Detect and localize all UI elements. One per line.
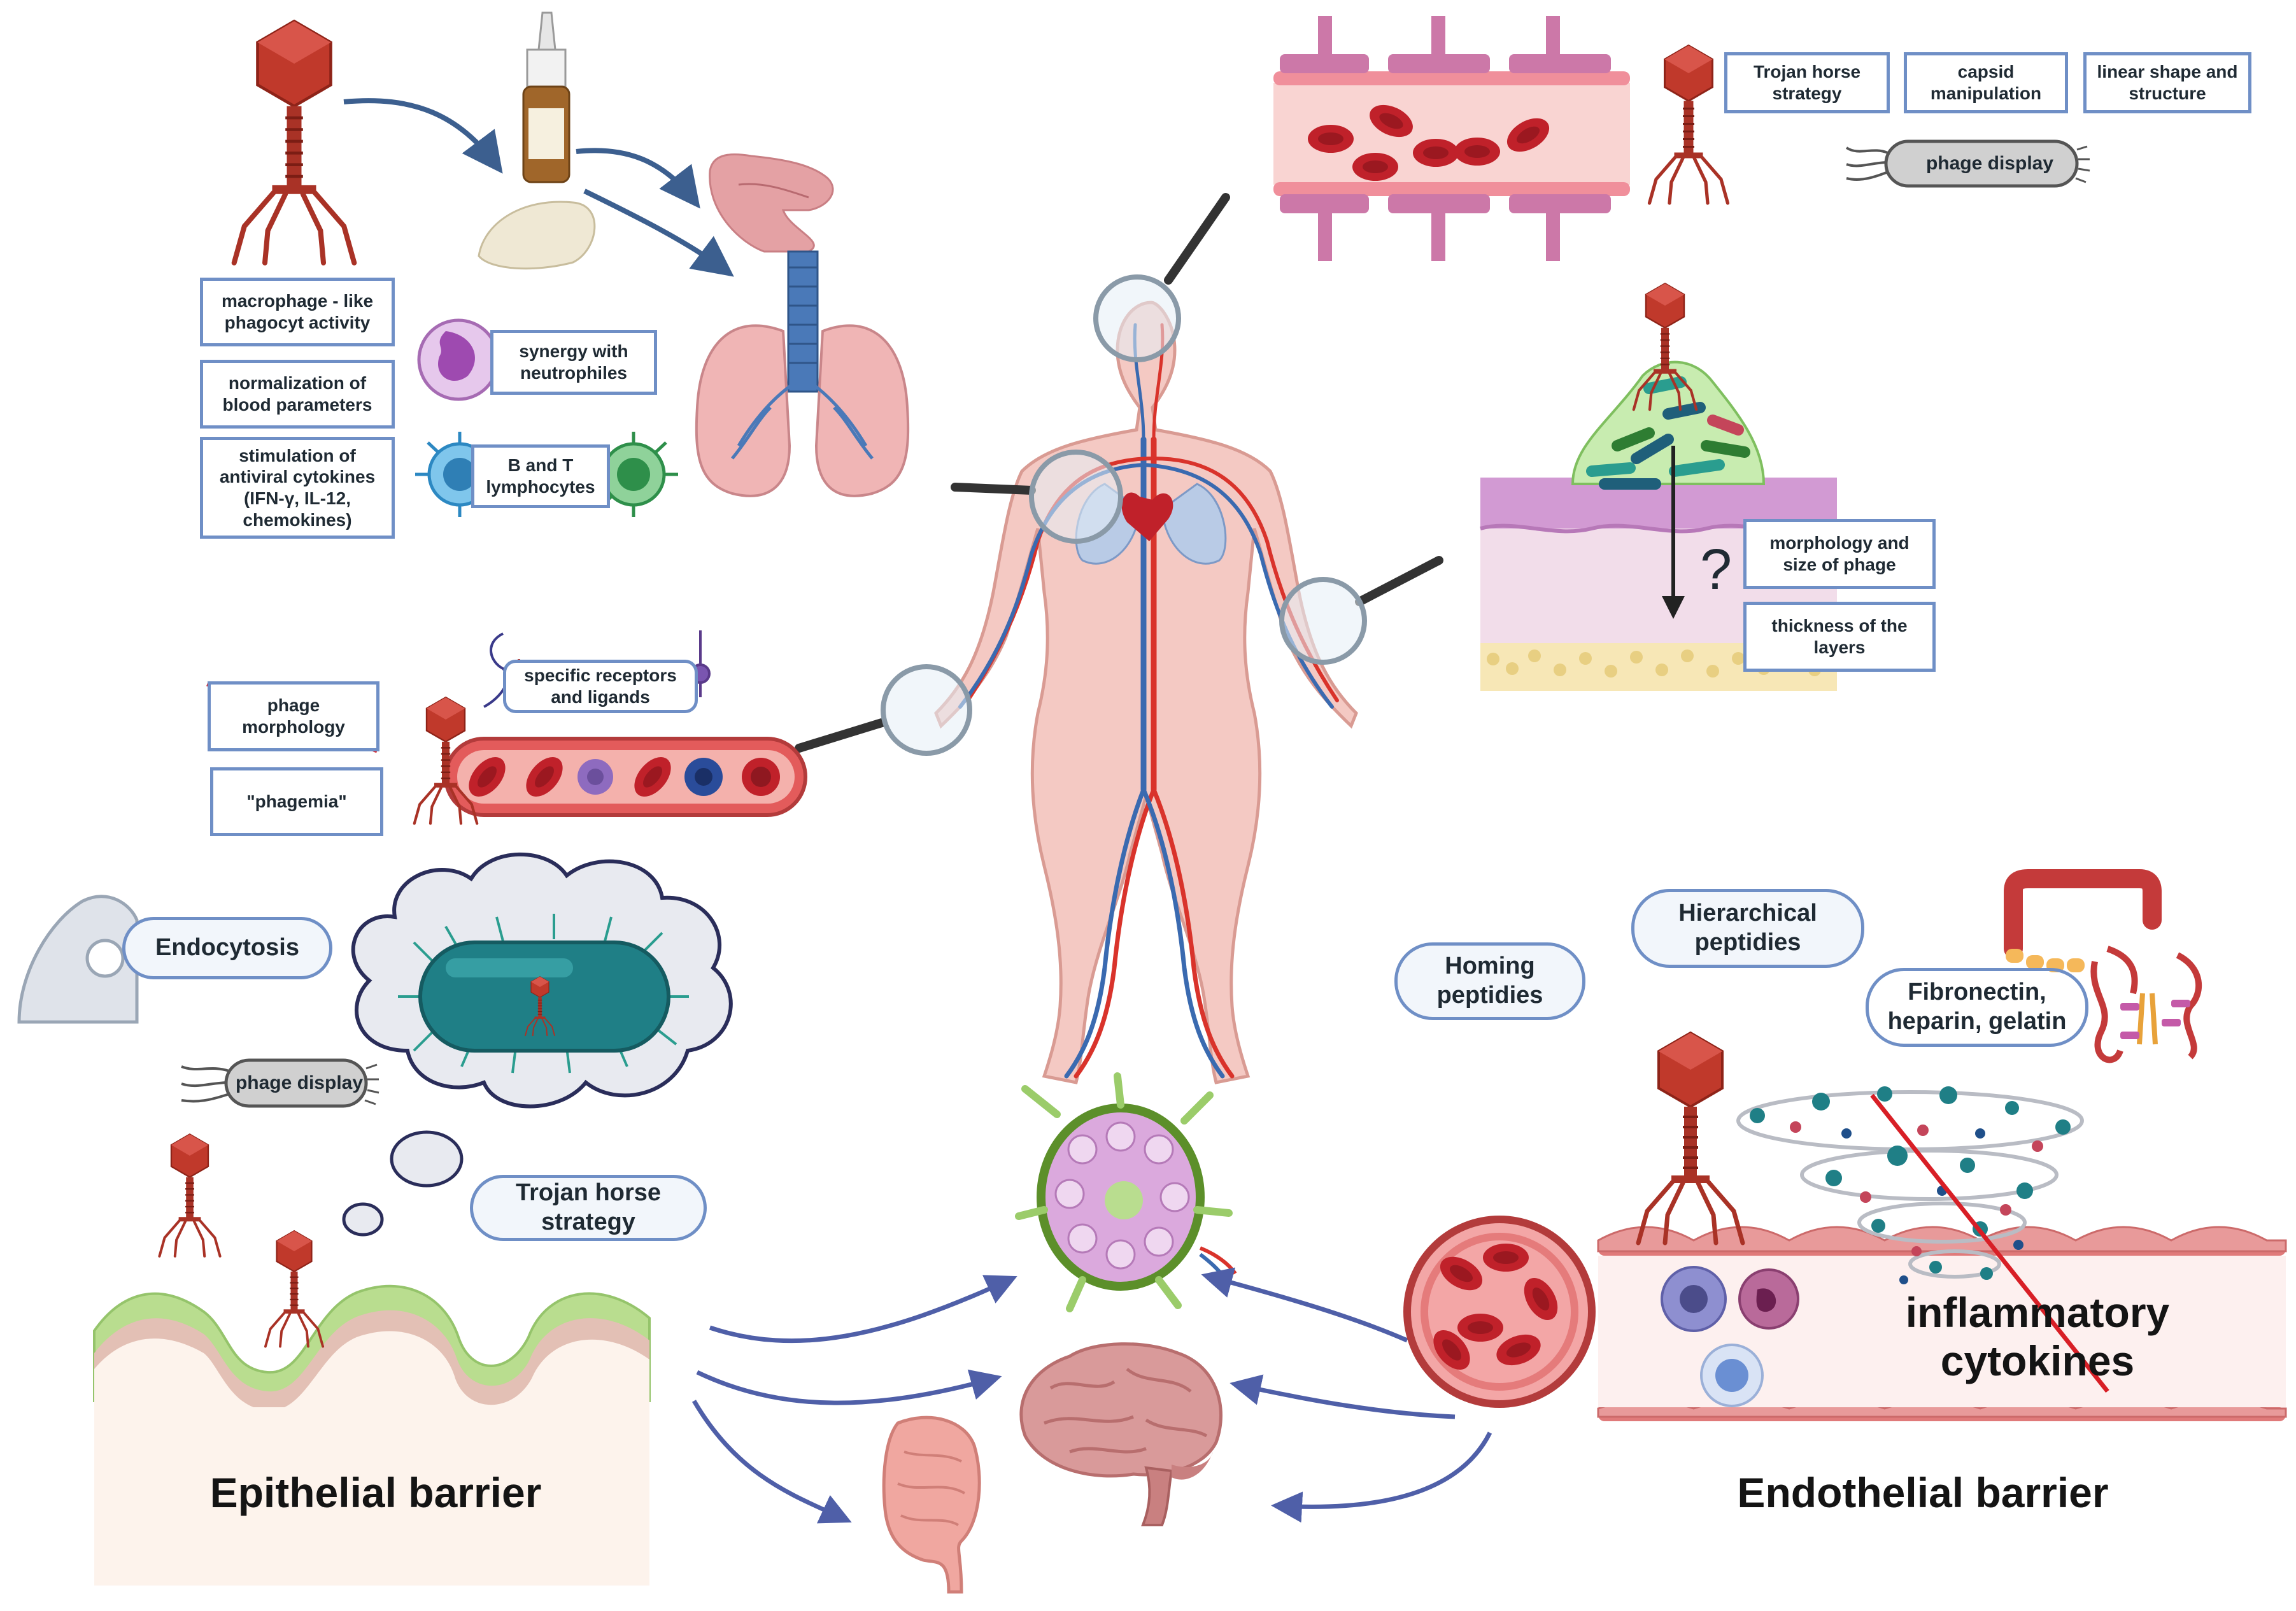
magnifier-hand [795, 664, 972, 756]
question-mark: ? [1699, 538, 1733, 602]
label-fibronectin: Fibronectin, heparin, gelatin [1866, 968, 2088, 1047]
fibronectin-structure [2004, 869, 2202, 1063]
label-homing-peptides: Homing peptidies [1394, 942, 1585, 1020]
phage-endothelium [1638, 1033, 1743, 1243]
label-phagemia: "phagemia" [210, 767, 383, 836]
human-body [934, 301, 1358, 1084]
brain [1019, 1342, 1222, 1526]
nasal-spray-bottle [522, 11, 570, 183]
title-epithelial-barrier: Epithelial barrier [209, 1469, 542, 1517]
magnifier-chest [951, 450, 1123, 544]
blood-vessel-horizontal [444, 737, 807, 817]
immune-cells-endothelium [1661, 1266, 1799, 1407]
bacterium-in-cloud [398, 914, 689, 1074]
label-capsid-manipulation: capsid manipulation [1904, 52, 2068, 113]
phage-top-right [1650, 46, 1728, 204]
lymph-node [1015, 1072, 1237, 1312]
title-endothelial-barrier: Endothelial barrier [1737, 1469, 2109, 1517]
label-macrophage-activity: macrophage - like phagocyt activity [200, 278, 395, 346]
label-normalization-blood: normalization of blood parameters [200, 360, 395, 429]
label-receptors-ligands: specific receptors and ligands [503, 660, 698, 713]
bacterial-biofilm [1571, 360, 1766, 490]
magnifier-arm [1279, 556, 1443, 665]
epithelial-tissue [93, 1284, 651, 1586]
label-layer-thickness: thickness of the layers [1743, 602, 1936, 672]
label-phage-display-bottom: phage display [235, 1072, 364, 1093]
label-lymphocytes: B and T lymphocytes [471, 444, 610, 508]
organ-arrows-left [691, 1275, 1017, 1524]
label-inflammatory-cytokines: inflammatory cytokines [1905, 1289, 2170, 1384]
blood-vessel-barrier-top [1273, 16, 1630, 261]
organ-arrows-right [1201, 1267, 1492, 1523]
phage-epithelium-2 [264, 1230, 325, 1348]
label-trojan-horse-top: Trojan horse strategy [1724, 52, 1890, 113]
vessel-cross-section [1403, 1216, 1596, 1408]
phage-top-left [234, 21, 355, 263]
label-antiviral-cytokines: stimulation of antiviral cytokines (IFN-… [200, 437, 395, 539]
t-lymphocyte-cell [589, 432, 678, 517]
phage-epithelium-1 [159, 1134, 220, 1256]
label-phage-morphology: phage morphology [208, 681, 379, 751]
magnifier-head [1093, 193, 1230, 362]
phage-display-bacterium-bottom [181, 1058, 379, 1108]
label-endocytosis: Endocytosis [122, 917, 332, 979]
cytokine-swirl [1736, 1086, 2084, 1284]
intestine [882, 1416, 981, 1594]
label-trojan-horse-bottom: Trojan horse strategy [470, 1175, 707, 1241]
inhalation-arrows [343, 98, 734, 277]
label-phage-display-top: phage display [1925, 153, 2054, 174]
strike-line-cytokines [1870, 1093, 2109, 1393]
label-morphology-size: morphology and size of phage [1743, 519, 1936, 589]
powder-pile [478, 201, 596, 270]
label-linear-shape: linear shape and structure [2083, 52, 2251, 113]
label-neutrophil-synergy: synergy with neutrophiles [490, 330, 657, 395]
label-hierarchical-peptides: Hierarchical peptidies [1631, 889, 1864, 968]
phage-display-bacterium-top [1845, 139, 2090, 188]
endocytosis-cell [17, 895, 139, 1024]
respiratory-tract [695, 153, 910, 497]
neutrophil-cell [417, 318, 500, 401]
